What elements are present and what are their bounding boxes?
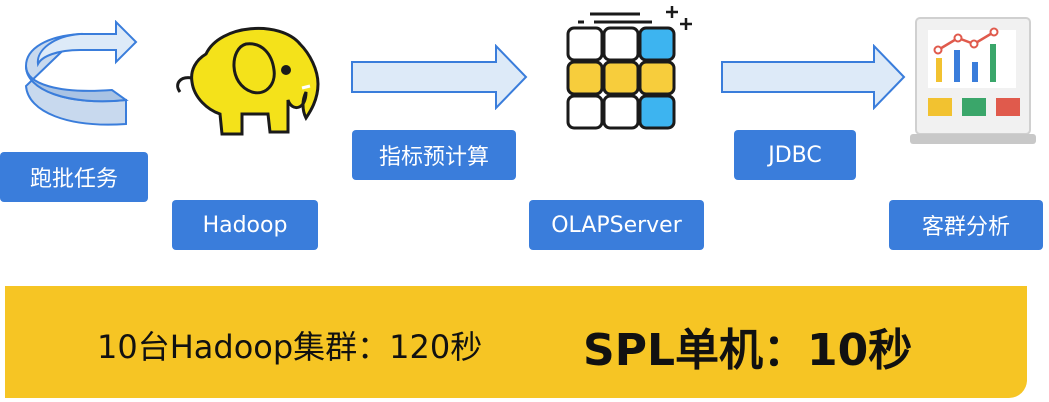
flow-arrow-2 <box>721 44 906 110</box>
label-precompute: 指标预计算 <box>352 130 516 180</box>
loop-arrow-icon <box>24 20 138 126</box>
label-hadoop: Hadoop <box>172 200 318 250</box>
banner-spl-result: SPL单机：10秒 <box>583 325 913 376</box>
label-batch-task: 跑批任务 <box>0 152 148 202</box>
label-customer-analysis: 客群分析 <box>889 200 1043 250</box>
label-jdbc: JDBC <box>734 130 856 180</box>
analytics-monitor-icon <box>910 17 1036 144</box>
comparison-banner <box>5 286 1027 398</box>
flow-arrow-1 <box>351 44 528 110</box>
label-olap-server: OLAPServer <box>529 200 704 250</box>
hadoop-elephant-icon <box>176 26 320 136</box>
banner-hadoop-result: 10台Hadoop集群：120秒 <box>97 328 483 366</box>
olap-cube-grid-icon <box>566 6 692 130</box>
